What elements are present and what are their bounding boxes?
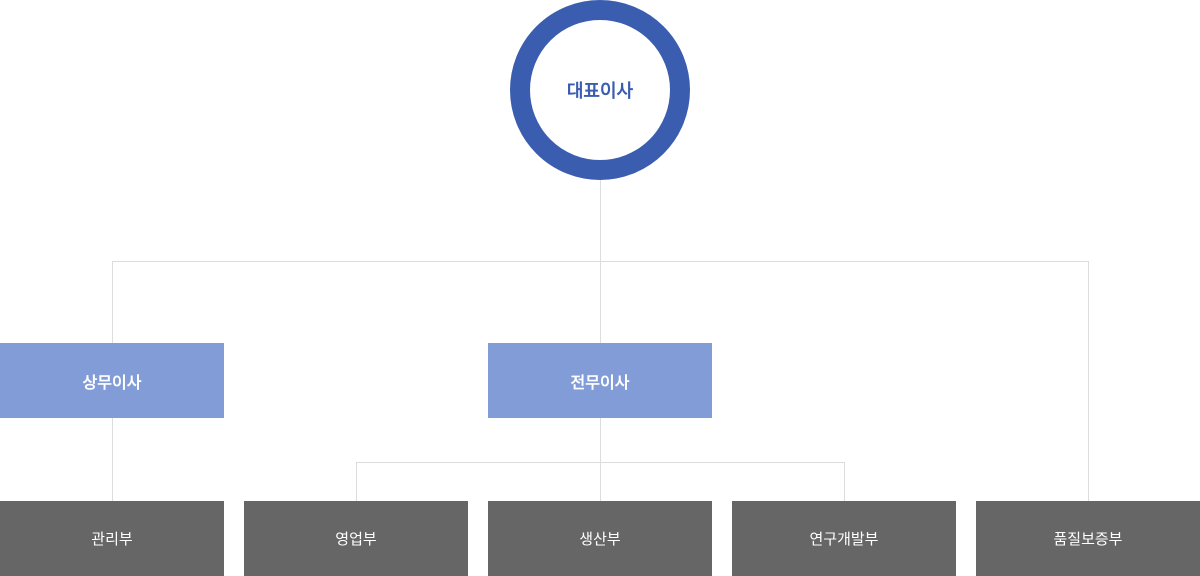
connector-to-sangmu — [112, 261, 113, 343]
executive-label: 상무이사 — [82, 372, 142, 392]
ceo-node: 대표이사 — [510, 0, 690, 180]
department-node-quality: 품질보증부 — [976, 501, 1200, 576]
department-node-sales: 영업부 — [244, 501, 468, 576]
ceo-label: 대표이사 — [566, 81, 634, 102]
department-node-rnd: 연구개발부 — [732, 501, 956, 576]
connector-jeonmu-horizontal — [356, 462, 845, 463]
executive-node-sangmu: 상무이사 — [0, 343, 224, 418]
connector-to-rnd — [844, 462, 845, 501]
department-label: 연구개발부 — [809, 530, 879, 548]
executive-label: 전무이사 — [570, 372, 630, 392]
department-label: 생산부 — [579, 530, 621, 548]
connector-jeonmu-down — [600, 418, 601, 501]
department-node-admin: 관리부 — [0, 501, 224, 576]
connector-to-sales — [356, 462, 357, 501]
executive-node-jeonmu: 전무이사 — [488, 343, 712, 418]
department-label: 품질보증부 — [1053, 530, 1123, 548]
department-label: 관리부 — [91, 530, 133, 548]
connector-sangmu-to-admin — [112, 418, 113, 501]
department-label: 영업부 — [335, 530, 377, 548]
department-node-production: 생산부 — [488, 501, 712, 576]
connector-to-quality — [1088, 261, 1089, 501]
connector-top-horizontal — [112, 261, 1089, 262]
